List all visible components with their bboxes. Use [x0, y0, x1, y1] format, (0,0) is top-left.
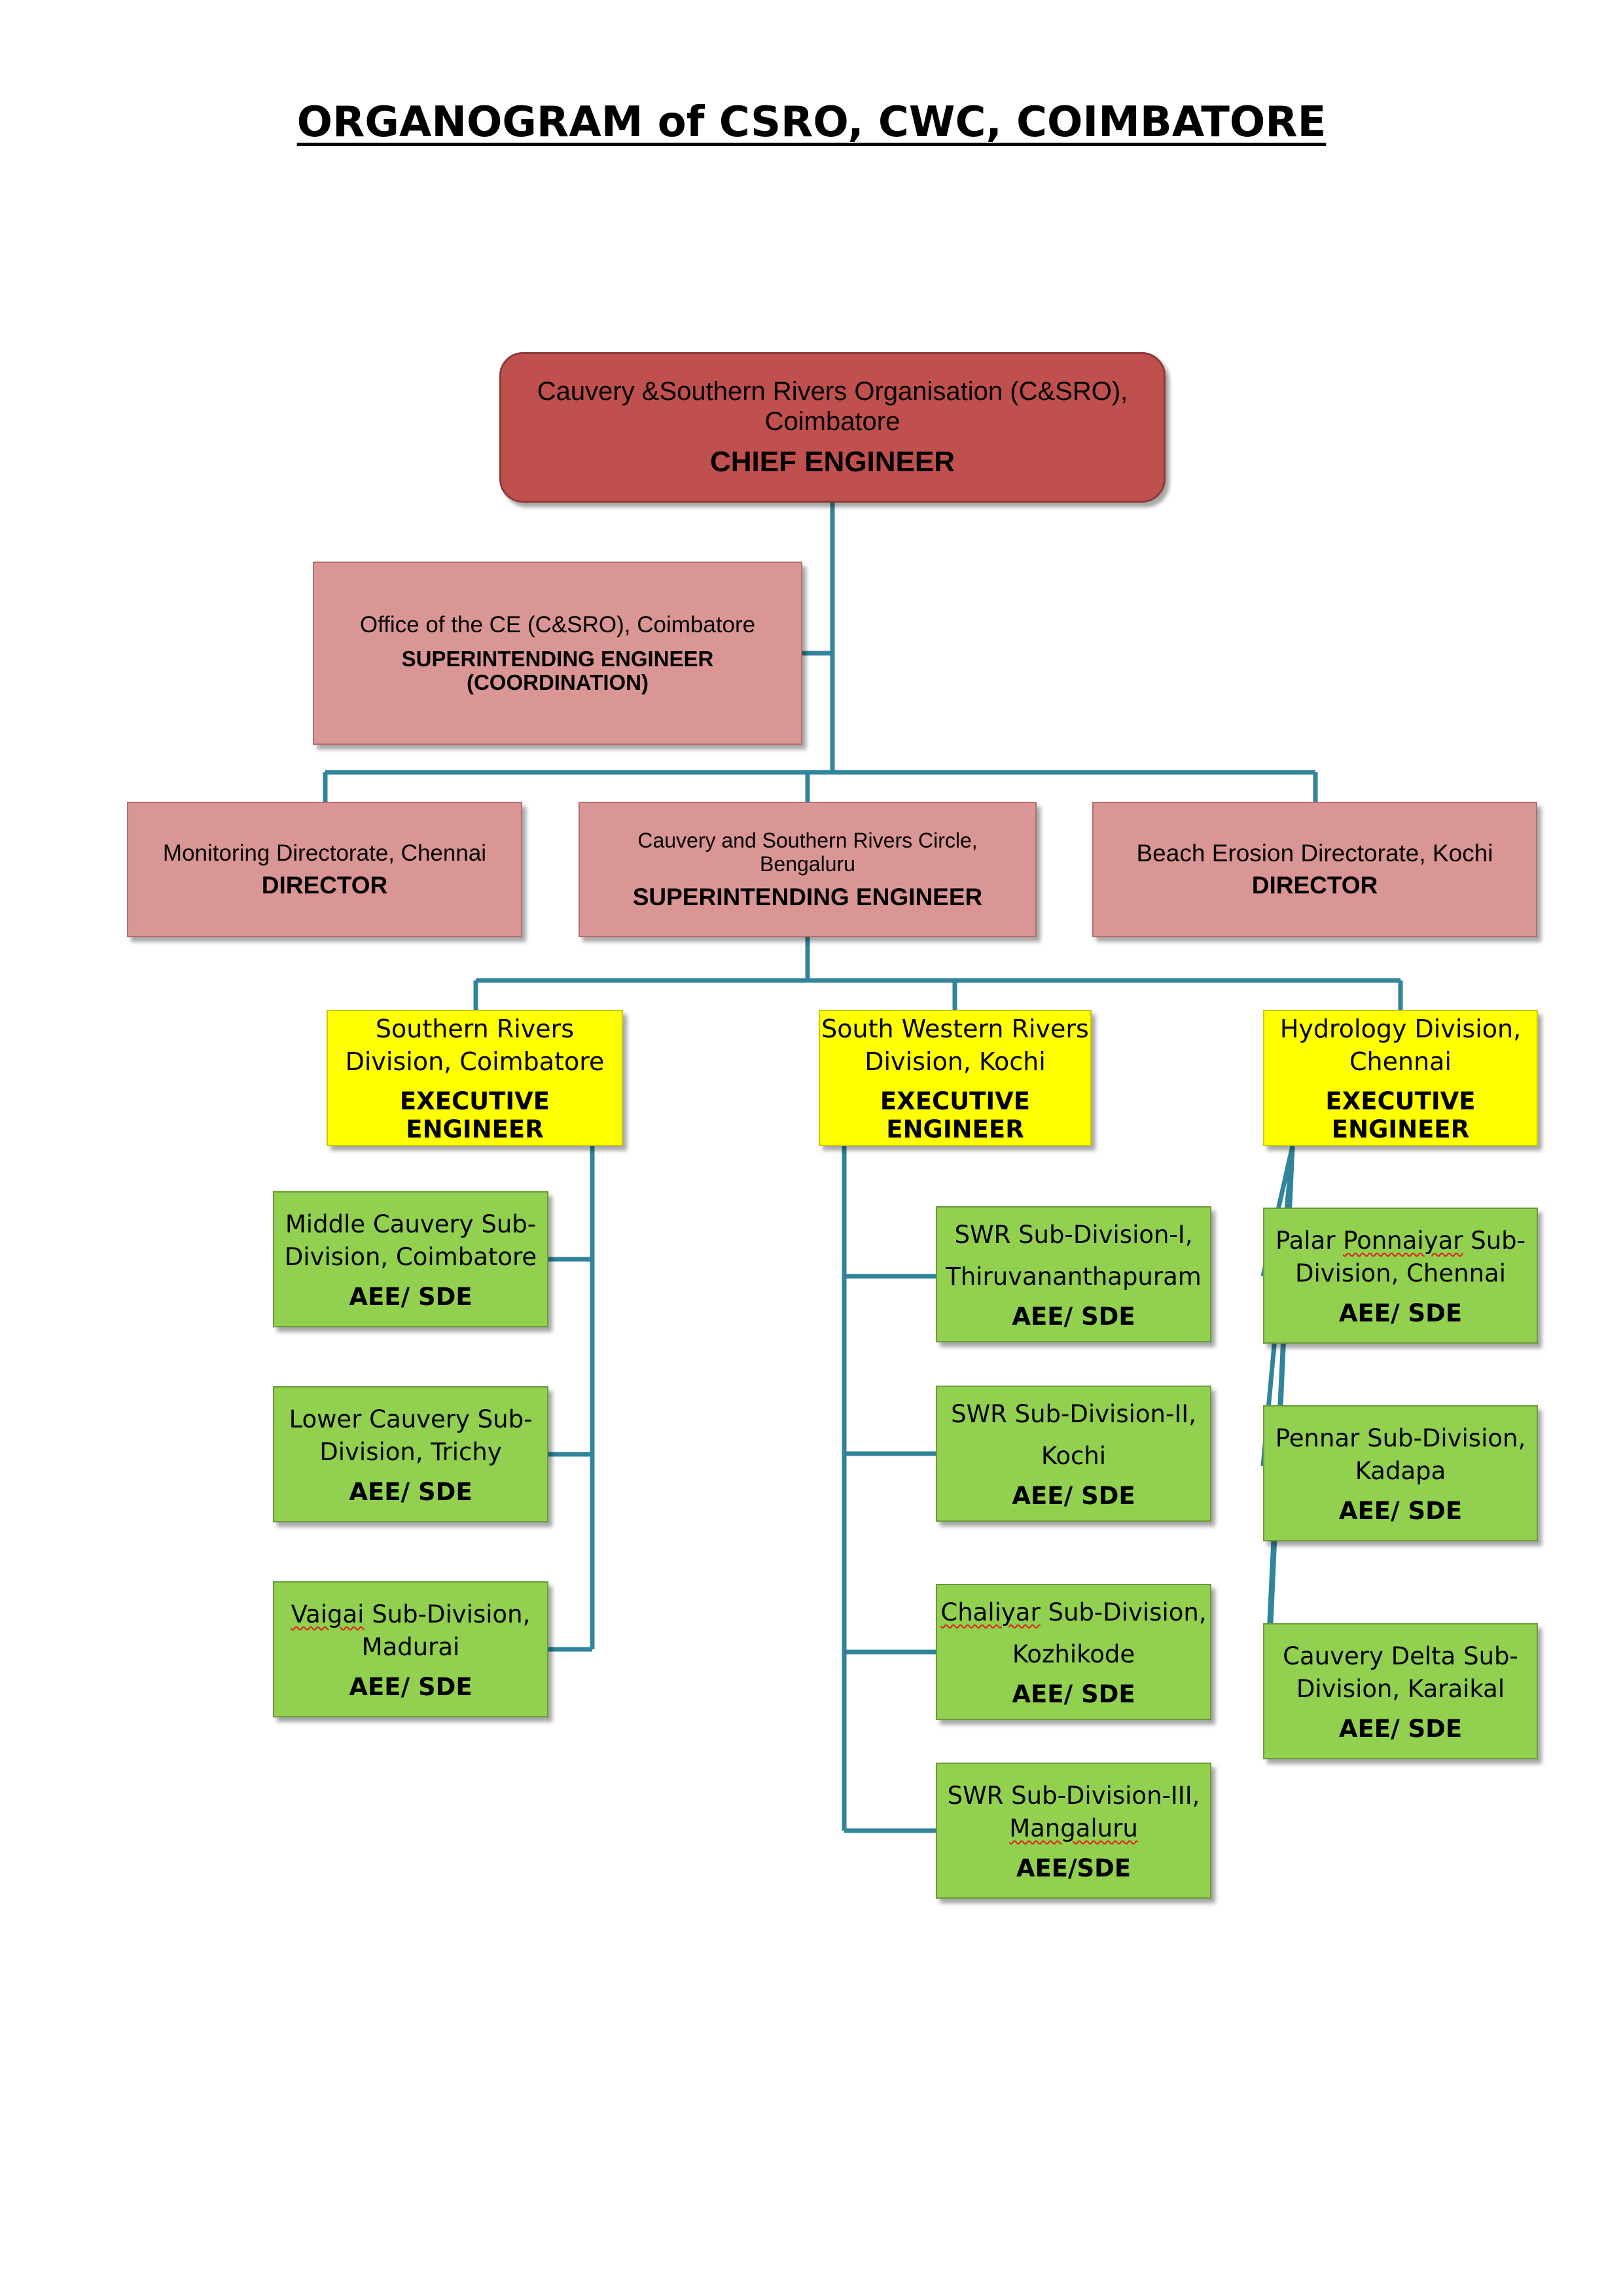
chief-org-line1: Cauvery &Southern Rivers Organisation (C… — [537, 377, 1128, 406]
subdivision-role: AEE/ SDE — [1338, 1299, 1463, 1327]
pennar-subdivision-box: Pennar Sub-Division, Kadapa AEE/ SDE — [1263, 1405, 1538, 1541]
subdivision-role: AEE/ SDE — [1012, 1302, 1135, 1331]
subdivision-line2: Division, Coimbatore — [284, 1242, 537, 1271]
subdivision-name-part: Vaigai — [291, 1600, 365, 1628]
subdivision-line2: Madurai — [361, 1632, 460, 1661]
subdivision-line2: Mangaluru — [1009, 1814, 1138, 1842]
coordination-role-line2: (COORDINATION) — [466, 670, 649, 694]
subdivision-line1: SWR Sub-Division-I, — [954, 1220, 1193, 1249]
coordination-office-box: Office of the CE (C&SRO), Coimbatore SUP… — [313, 562, 802, 745]
beach-erosion-role: DIRECTOR — [1251, 871, 1378, 899]
circle-org-line1: Cauvery and Southern Rivers Circle, — [637, 828, 978, 852]
lower-cauvery-subdivision-box: Lower Cauvery Sub- Division, Trichy AEE/… — [273, 1386, 548, 1522]
southern-division-line2: Division, Coimbatore — [345, 1047, 605, 1076]
hydrology-division-box: Hydrology Division, Chennai EXECUTIVE EN… — [1263, 1010, 1538, 1146]
swr-subdivision-3-box: SWR Sub-Division-III, Mangaluru AEE/SDE — [936, 1763, 1211, 1899]
southern-rivers-division-box: Southern Rivers Division, Coimbatore EXE… — [327, 1010, 623, 1146]
southwestern-division-role: EXECUTIVE ENGINEER — [880, 1087, 1031, 1143]
subdivision-line1: Chaliyar Sub-Division, — [940, 1596, 1206, 1629]
coordination-role-line1: SUPERINTENDING ENGINEER — [401, 647, 714, 671]
subdivision-name-part: Palar — [1275, 1226, 1344, 1255]
southern-division-role: EXECUTIVE ENGINEER — [399, 1087, 550, 1143]
swr-subdivision-1-box: SWR Sub-Division-I, Thiruvananthapuram A… — [936, 1206, 1211, 1342]
subdivision-name-part: Chaliyar — [940, 1598, 1041, 1626]
subdivision-name-part: Sub-Division, — [364, 1600, 531, 1628]
subdivision-line2: Thiruvananthapuram — [946, 1262, 1202, 1291]
subdivision-line2: Kochi — [1041, 1441, 1107, 1470]
circle-role: SUPERINTENDING ENGINEER — [632, 883, 983, 910]
beach-erosion-directorate-box: Beach Erosion Directorate, Kochi DIRECTO… — [1092, 802, 1537, 937]
hydrology-division-role: EXECUTIVE ENGINEER — [1325, 1087, 1476, 1143]
southwestern-division-line2: Division, Kochi — [865, 1047, 1046, 1076]
subdivision-line1: Cauvery Delta Sub- — [1283, 1641, 1518, 1670]
vaigai-subdivision-box: Vaigai Sub-Division, Madurai AEE/ SDE — [273, 1581, 548, 1717]
subdivision-line1: Palar Ponnaiyar Sub- — [1275, 1225, 1525, 1257]
subdivision-line2: Kozhikode — [1012, 1640, 1135, 1668]
subdivision-line2: Division, Trichy — [319, 1437, 502, 1466]
palar-ponnaiyar-subdivision-box: Palar Ponnaiyar Sub- Division, Chennai A… — [1263, 1208, 1538, 1344]
subdivision-name-part: Sub-Division, — [1040, 1598, 1207, 1626]
subdivision-line1: SWR Sub-Division-II, — [951, 1399, 1196, 1428]
subdivision-role: AEE/ SDE — [1338, 1496, 1463, 1525]
subdivision-line1: SWR Sub-Division-III, — [947, 1781, 1200, 1810]
subdivision-role: AEE/ SDE — [1012, 1679, 1135, 1708]
cauvery-delta-subdivision-box: Cauvery Delta Sub- Division, Karaikal AE… — [1263, 1623, 1538, 1759]
subdivision-line1: Lower Cauvery Sub- — [289, 1405, 533, 1433]
beach-erosion-org: Beach Erosion Directorate, Kochi — [1136, 839, 1493, 867]
monitoring-org: Monitoring Directorate, Chennai — [162, 840, 487, 866]
subdivision-role: AEE/SDE — [1016, 1854, 1132, 1882]
chaliyar-subdivision-box: Chaliyar Sub-Division, Kozhikode AEE/ SD… — [936, 1584, 1211, 1720]
subdivision-line1: Pennar Sub-Division, — [1275, 1424, 1526, 1452]
swr-subdivision-2-box: SWR Sub-Division-II, Kochi AEE/ SDE — [936, 1386, 1211, 1522]
south-western-rivers-division-box: South Western Rivers Division, Kochi EXE… — [819, 1010, 1092, 1146]
subdivision-line2: Kadapa — [1355, 1456, 1446, 1485]
hydrology-division-line1: Hydrology Division, — [1279, 1014, 1522, 1043]
subdivision-line2: Division, Chennai — [1294, 1259, 1506, 1287]
subdivision-line1: Vaigai Sub-Division, — [291, 1598, 531, 1631]
subdivision-role: AEE/ SDE — [1012, 1481, 1135, 1510]
subdivision-line1: Middle Cauvery Sub- — [285, 1210, 537, 1238]
coordination-org: Office of the CE (C&SRO), Coimbatore — [359, 612, 756, 637]
chief-role: CHIEF ENGINEER — [709, 446, 955, 478]
southern-division-line1: Southern Rivers — [375, 1014, 575, 1043]
monitoring-role: DIRECTOR — [261, 871, 388, 899]
subdivision-name-part: Sub- — [1463, 1226, 1526, 1255]
subdivision-name-part: Ponnaiyar — [1343, 1226, 1463, 1255]
subdivision-role: AEE/ SDE — [1338, 1714, 1463, 1743]
page-title: ORGANOGRAM of CSRO, CWC, COIMBATORE — [296, 98, 1327, 147]
chief-org-line2: Coimbatore — [764, 407, 901, 436]
subdivision-role: AEE/ SDE — [349, 1282, 473, 1311]
southwestern-division-line1: South Western Rivers — [821, 1014, 1089, 1043]
circle-box: Cauvery and Southern Rivers Circle, Beng… — [579, 802, 1037, 937]
middle-cauvery-subdivision-box: Middle Cauvery Sub- Division, Coimbatore… — [273, 1191, 548, 1327]
monitoring-directorate-box: Monitoring Directorate, Chennai DIRECTOR — [127, 802, 522, 937]
subdivision-role: AEE/ SDE — [349, 1672, 473, 1701]
circle-org-line2: Bengaluru — [760, 852, 855, 876]
subdivision-line2: Division, Karaikal — [1296, 1674, 1505, 1703]
chief-engineer-box: Cauvery &Southern Rivers Organisation (C… — [499, 352, 1166, 503]
subdivision-role: AEE/ SDE — [349, 1477, 473, 1506]
hydrology-division-line2: Chennai — [1349, 1047, 1452, 1076]
